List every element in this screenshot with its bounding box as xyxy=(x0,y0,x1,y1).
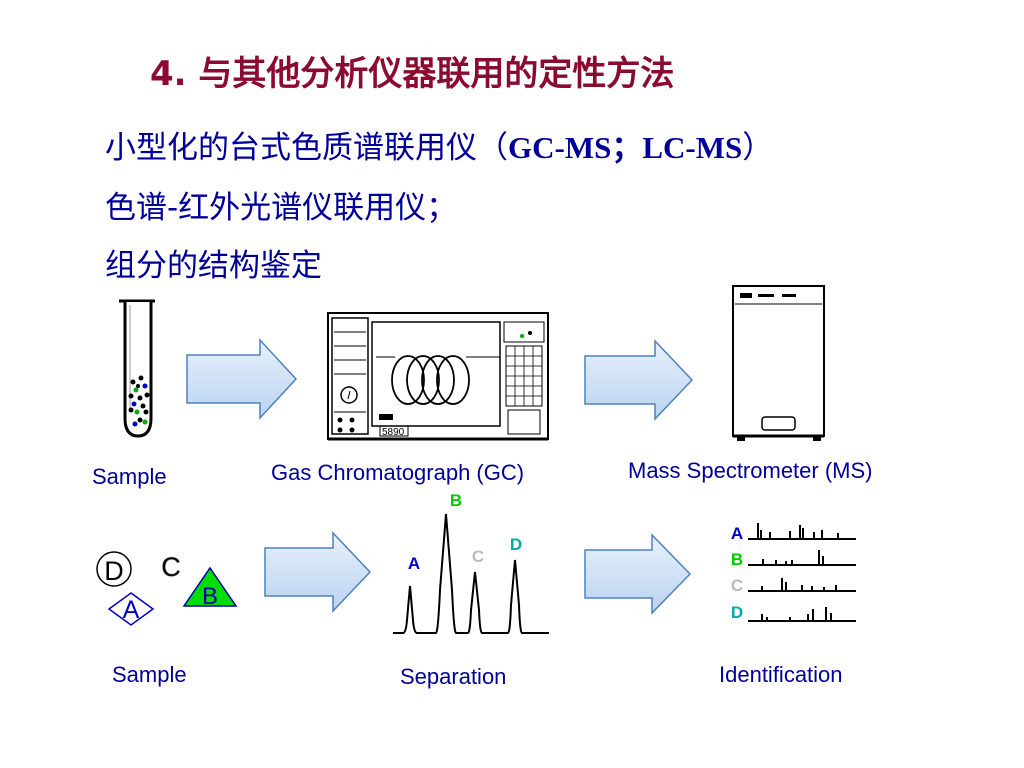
mass-spectrometer-icon xyxy=(732,285,825,441)
gas-chromatograph-icon xyxy=(327,312,549,441)
bullet-line-1-end: ） xyxy=(742,130,774,166)
separation-label: Separation xyxy=(400,664,507,689)
test-tube-icon xyxy=(119,299,155,438)
identification-label: Identification xyxy=(719,662,843,687)
top-sample-label: Sample xyxy=(92,464,167,489)
spectrum-b-label: B xyxy=(731,550,743,569)
spectrum-a-label: A xyxy=(731,524,743,543)
sample-shapes: D C B A xyxy=(96,551,238,626)
chromatogram-icon: A B C D xyxy=(393,491,549,634)
slide-title: 4. 与其他分析仪器联用的定性方法 xyxy=(150,54,675,94)
arrow-icon xyxy=(186,338,298,420)
component-a-label: A xyxy=(123,596,140,624)
gc-label: Gas Chromatograph (GC) xyxy=(271,460,525,485)
peak-d-label: D xyxy=(510,535,522,554)
bullet-line-3: 组分的结构鉴定 xyxy=(105,248,322,284)
arrow-icon xyxy=(584,533,692,615)
peak-a-label: A xyxy=(408,554,420,573)
bullet-line-1-cn: 小型化的台式色质谱联用仪（ xyxy=(105,130,508,166)
component-d-circle xyxy=(96,551,132,587)
arrow-icon xyxy=(584,339,694,421)
sample-particles xyxy=(128,375,150,427)
peak-c-label: C xyxy=(472,547,484,566)
arrow-icon xyxy=(264,531,372,613)
bullet-line-1-latin: GC-MS；LC-MS xyxy=(508,130,743,165)
spectrum-d-label: D xyxy=(731,603,743,622)
ms-label: Mass Spectrometer (MS) xyxy=(628,458,873,483)
bullet-line-2: 色谱-红外光谱仪联用仪； xyxy=(105,190,458,226)
spectrum-c-label: C xyxy=(731,576,743,595)
component-b-label: B xyxy=(202,583,218,610)
gc-model-label: 5890 xyxy=(382,427,405,438)
component-c-label: C xyxy=(161,552,181,582)
bullet-line-1: 小型化的台式色质谱联用仪（GC-MS；LC-MS） xyxy=(105,122,773,167)
peak-b-label: B xyxy=(450,491,462,510)
mass-spectra-icon: A B C D xyxy=(731,523,856,622)
bottom-sample-label: Sample xyxy=(112,662,187,687)
component-a-diamond xyxy=(107,592,155,626)
component-d-label: D xyxy=(104,556,124,586)
component-b-triangle xyxy=(182,566,238,607)
